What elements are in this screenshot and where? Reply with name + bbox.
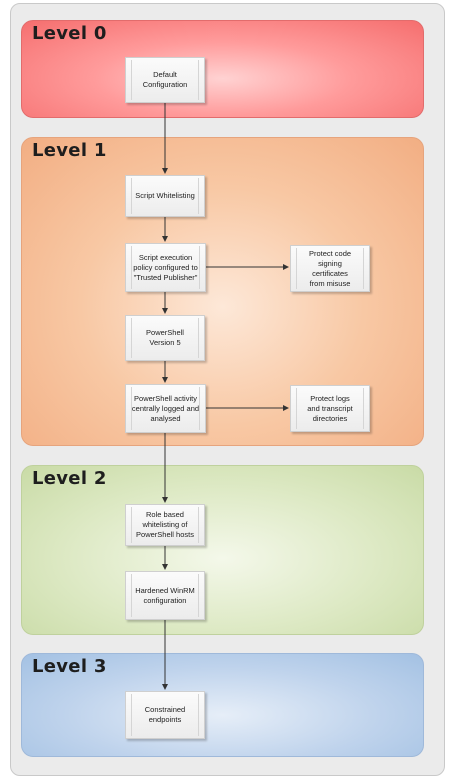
level-3-panel: Level 3	[21, 653, 424, 757]
node-hardened-winrm: Hardened WinRM configuration	[125, 571, 205, 620]
level-0-title: Level 0	[32, 23, 107, 44]
level-0-panel: Level 0	[21, 20, 424, 118]
node-protect-code-signing: Protect code signing certificates from m…	[290, 245, 370, 292]
node-role-based-whitelisting: Role based whitelisting of PowerShell ho…	[125, 504, 205, 546]
node-activity-logged: PowerShell activity centrally logged and…	[125, 384, 206, 433]
node-execution-policy: Script execution policy configured to "T…	[125, 243, 206, 292]
node-powershell-v5: PowerShell Version 5	[125, 315, 205, 361]
node-default-configuration: Default Configuration	[125, 57, 205, 103]
level-1-title: Level 1	[32, 140, 107, 161]
level-2-panel: Level 2	[21, 465, 424, 635]
node-constrained-endpoints: Constrained endpoints	[125, 691, 205, 739]
node-protect-logs: Protect logs and transcript directories	[290, 385, 370, 432]
level-2-title: Level 2	[32, 468, 107, 489]
node-script-whitelisting: Script Whitelisting	[125, 175, 205, 217]
level-3-title: Level 3	[32, 656, 107, 677]
